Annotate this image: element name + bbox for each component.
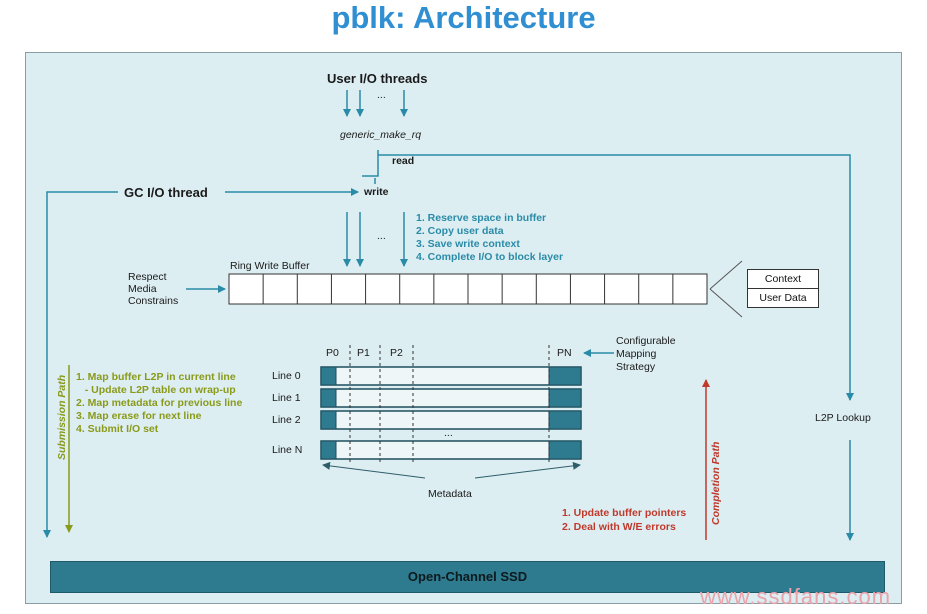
respect-media-line: Media — [128, 283, 157, 295]
generic-make-rq-label: generic_make_rq — [340, 129, 422, 141]
mapping-grid — [320, 345, 582, 462]
p0-metadata-cell — [320, 388, 337, 408]
submission-step: 3. Map erase for next line — [76, 410, 202, 422]
line-label: Line N — [272, 444, 303, 456]
architecture-panel — [25, 52, 902, 604]
open-channel-ssd: Open-Channel SSD — [50, 561, 885, 593]
watermark-text: www.ssdfans.com — [700, 584, 892, 609]
entry-context-box: Context — [747, 269, 819, 289]
user-io-ellipsis: ... — [377, 89, 386, 101]
mapping-line-row — [320, 366, 582, 386]
user-io-threads-label: User I/O threads — [327, 71, 428, 86]
column-p0: P0 — [326, 347, 339, 359]
line-label: Line 0 — [272, 370, 301, 382]
submission-path-label: Submission Path — [56, 374, 68, 460]
write-step: 2. Copy user data — [416, 225, 504, 237]
submission-step: - Update L2P table on wrap-up — [76, 384, 236, 396]
respect-media-line: Constrains — [128, 295, 179, 307]
pn-metadata-cell — [548, 410, 582, 430]
write-step: 3. Save write context — [416, 238, 520, 250]
pn-metadata-cell — [548, 440, 582, 460]
write-step: 1. Reserve space in buffer — [416, 212, 547, 224]
write-label: write — [364, 186, 389, 198]
user-io-arrows — [343, 90, 408, 117]
write-step: 4. Complete I/O to block layer — [416, 251, 564, 263]
configurable-line: Strategy — [616, 361, 656, 373]
metadata-arrows — [322, 461, 581, 479]
p0-metadata-cell — [320, 410, 337, 430]
configurable-line: Mapping — [616, 348, 657, 360]
lines-ellipsis: ... — [444, 427, 453, 439]
mapping-line-row — [320, 440, 582, 460]
mapping-line-row — [320, 388, 582, 408]
l2p-lookup-label: L2P Lookup — [815, 412, 871, 424]
metadata-label: Metadata — [428, 488, 472, 500]
submission-step: 2. Map metadata for previous line — [76, 397, 243, 409]
completion-path-label: Completion Path — [710, 441, 722, 525]
line-label: Line 1 — [272, 392, 301, 404]
respect-media-line: Respect — [128, 271, 167, 283]
pn-metadata-cell — [548, 366, 582, 386]
page-title: pblk: Architecture — [331, 0, 596, 35]
entry-user-data-box: User Data — [747, 288, 819, 308]
write-to-buffer-arrows — [343, 212, 408, 267]
pn-metadata-cell — [548, 388, 582, 408]
entry-callout — [709, 260, 743, 318]
column-p2: P2 — [390, 347, 403, 359]
submission-step: 1. Map buffer L2P in current line — [76, 371, 236, 383]
ring-write-buffer-label: Ring Write Buffer — [230, 260, 310, 272]
write-ellipsis: ... — [377, 230, 386, 242]
column-p1: P1 — [357, 347, 370, 359]
line-label: Line 2 — [272, 414, 301, 426]
p0-metadata-cell — [320, 440, 337, 460]
mapping-line-row — [320, 410, 582, 430]
read-write-arrows — [225, 150, 854, 401]
column-pn: PN — [557, 347, 572, 359]
p0-metadata-cell — [320, 366, 337, 386]
configurable-line: Configurable — [616, 335, 676, 347]
completion-step: 2. Deal with W/E errors — [562, 521, 676, 533]
read-label: read — [392, 155, 415, 167]
submission-step: 4. Submit I/O set — [76, 423, 159, 435]
gc-down-arrow — [43, 191, 118, 538]
ring-write-buffer — [228, 273, 708, 305]
gc-io-thread-label: GC I/O thread — [124, 185, 208, 200]
completion-step: 1. Update buffer pointers — [562, 507, 687, 519]
